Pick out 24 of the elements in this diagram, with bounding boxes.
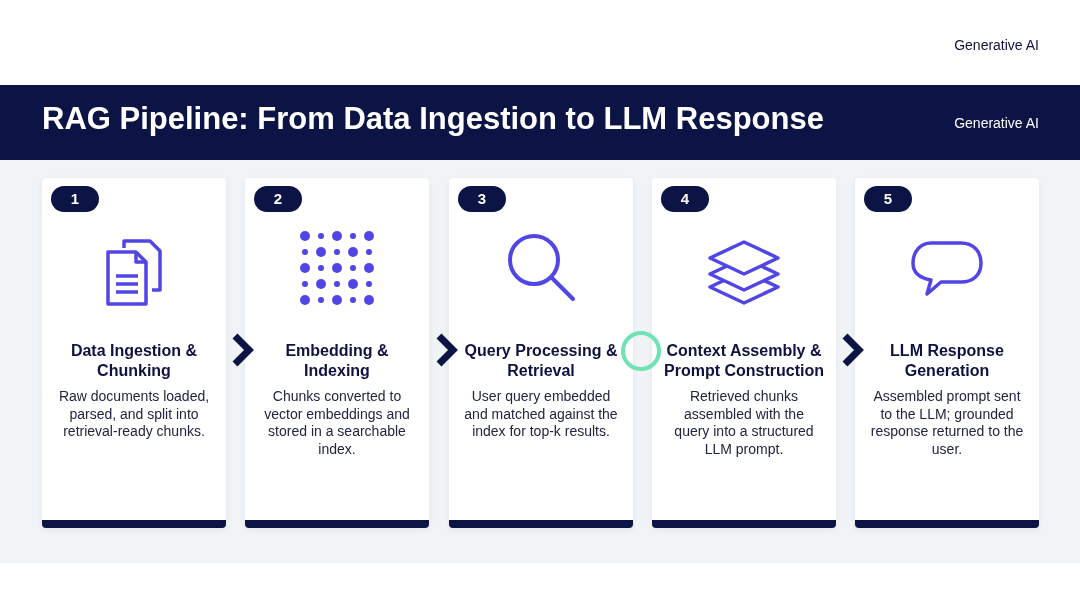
step-number: 2 — [254, 186, 302, 212]
step-description: Chunks converted to vector embeddings and stored in a searchable index. — [263, 388, 411, 458]
step-heading: Query Processing & Retrieval — [463, 341, 619, 381]
step-card — [652, 178, 836, 528]
tagline: Generative AI — [954, 115, 1039, 131]
tagline: Generative AI — [954, 37, 1039, 53]
step-number: 5 — [864, 186, 912, 212]
step-card — [42, 178, 226, 528]
step-card — [855, 178, 1039, 528]
step-card — [449, 178, 633, 528]
ring-marker — [621, 331, 661, 371]
step-description: Assembled prompt sent to the LLM; grounded response returned to the user. — [869, 388, 1025, 458]
step-heading: Embedding & Indexing — [284, 341, 390, 381]
step-description: Retrieved chunks assembled with the query into a structured LLM prompt. — [673, 388, 815, 458]
step-heading: Context Assembly & Prompt Construction — [663, 341, 825, 381]
step-number: 1 — [51, 186, 99, 212]
step-number: 4 — [661, 186, 709, 212]
step-card — [245, 178, 429, 528]
step-description: Raw documents loaded, parsed, and split into retrieval-ready chunks. — [57, 388, 211, 441]
step-heading: LLM Response Generation — [889, 341, 1005, 381]
step-number: 3 — [458, 186, 506, 212]
step-description: User query embedded and matched against the index for top-k results. — [463, 388, 619, 441]
step-heading: Data Ingestion & Chunking — [69, 341, 199, 381]
page-title: RAG Pipeline: From Data Ingestion to LLM Response — [42, 101, 824, 137]
